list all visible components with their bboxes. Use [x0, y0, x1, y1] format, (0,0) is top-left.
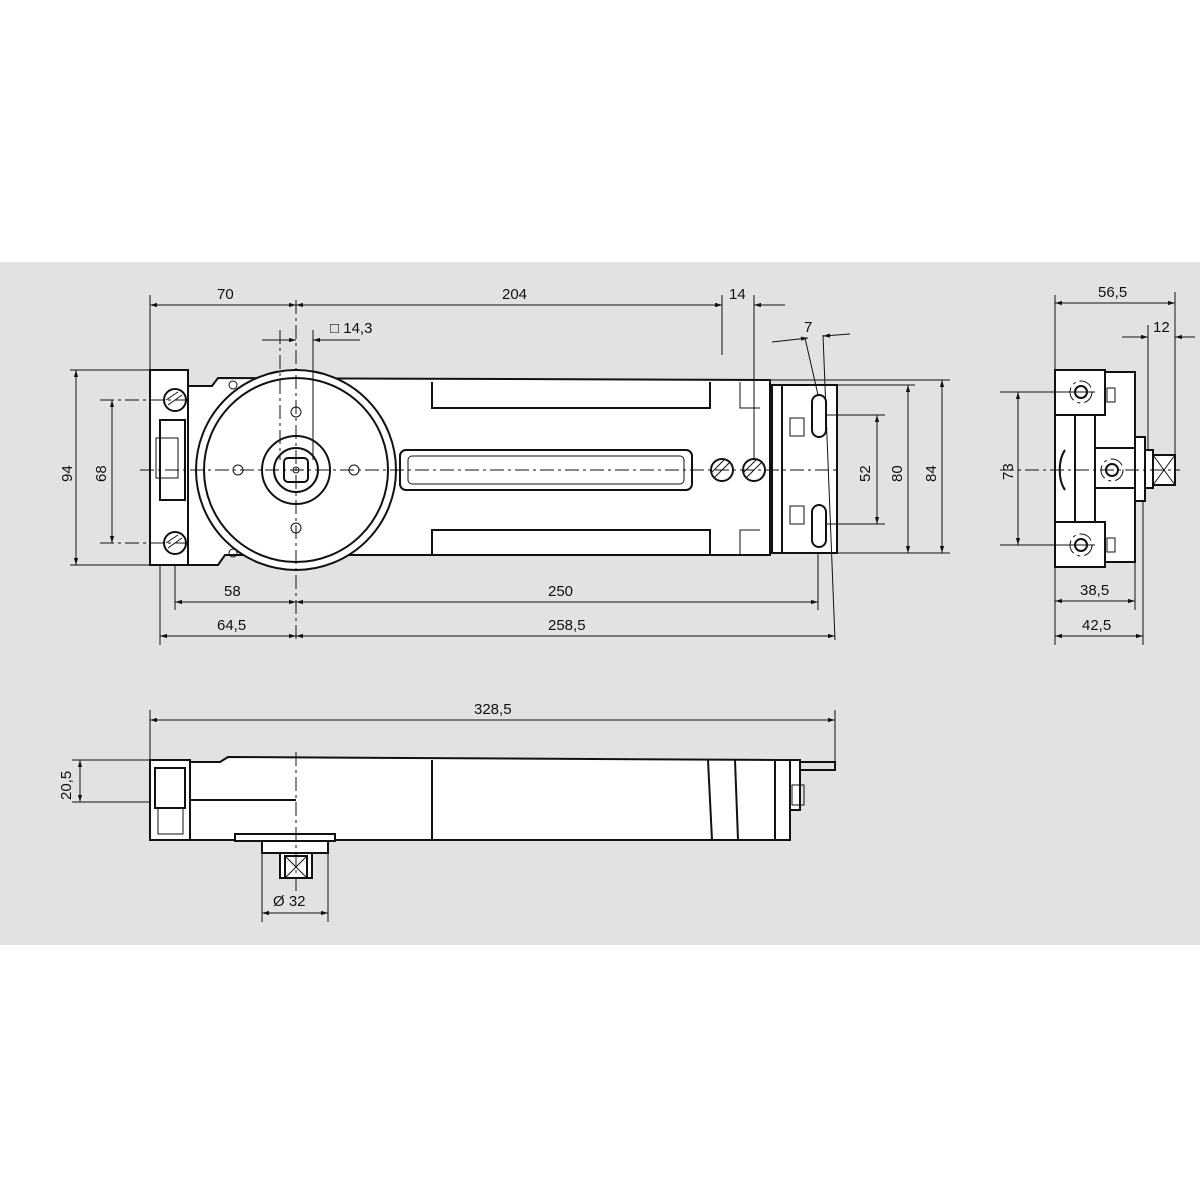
dim-7: 7	[804, 319, 812, 336]
dim-94: 94	[59, 465, 76, 482]
dim-diameter-32: Ø 32	[273, 893, 306, 910]
dim-68: 68	[93, 465, 110, 482]
dim-64-5: 64,5	[217, 617, 246, 634]
dim-56-5: 56,5	[1098, 284, 1127, 301]
dim-square-14-3: □ 14,3	[330, 320, 372, 337]
dim-52: 52	[857, 465, 874, 482]
dim-14: 14	[729, 286, 746, 303]
dim-258-5: 258,5	[548, 617, 586, 634]
dim-20-5: 20,5	[58, 771, 75, 800]
dim-204: 204	[502, 286, 527, 303]
front-view: 328,5 20,5 Ø 32	[58, 701, 836, 922]
dim-250: 250	[548, 583, 573, 600]
dim-80: 80	[889, 465, 906, 482]
dim-73: 73	[1000, 463, 1017, 480]
dim-12: 12	[1153, 319, 1170, 336]
dim-328-5: 328,5	[474, 701, 512, 718]
top-view: 70 204 14 □ 14,3 7 94 68 52 80 84 58 250…	[59, 286, 950, 645]
dim-84: 84	[923, 465, 940, 482]
dim-42-5: 42,5	[1082, 617, 1111, 634]
side-view: 56,5 12 73 38,5 42,5	[1000, 284, 1195, 645]
dim-38-5: 38,5	[1080, 582, 1109, 599]
dim-58: 58	[224, 583, 241, 600]
dim-70: 70	[217, 286, 234, 303]
